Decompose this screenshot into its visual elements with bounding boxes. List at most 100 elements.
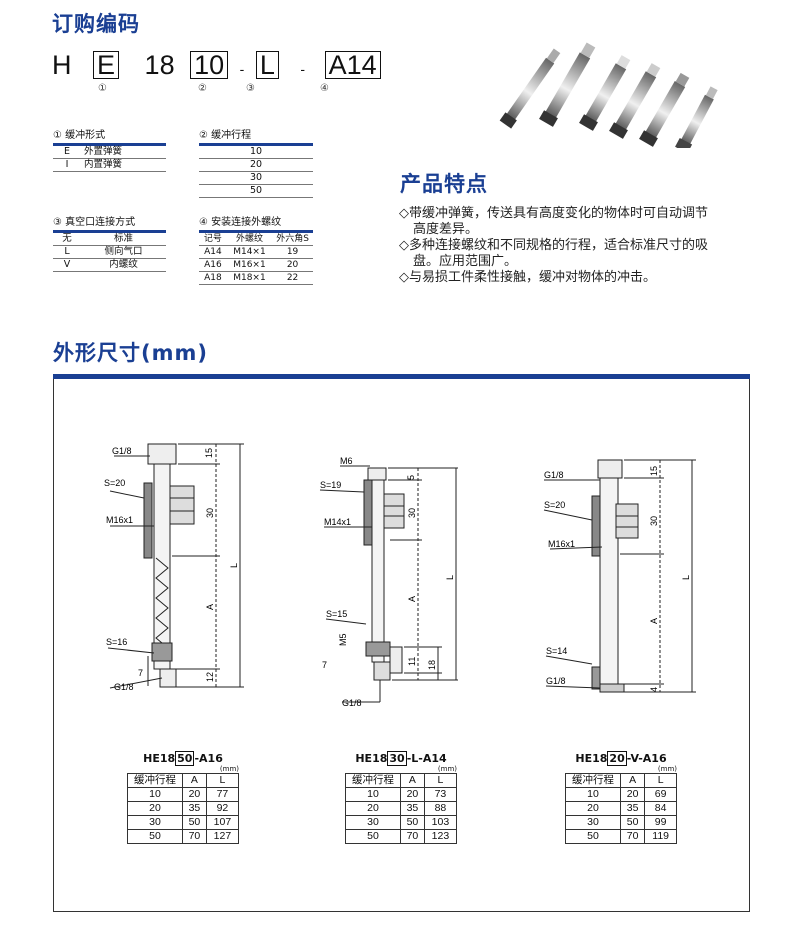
dim-4: 4: [649, 687, 659, 692]
feature-line: ◇带缓冲弹簧，传送具有高度变化的物体时可自动调节: [399, 206, 708, 221]
cell: 外六角S: [272, 233, 313, 246]
dimensions-title: 外形尺寸(mm): [53, 341, 208, 365]
cell: 30: [199, 171, 313, 185]
cell: 50: [345, 829, 401, 844]
cell: 84: [644, 801, 677, 816]
features-title: 产品特点: [400, 172, 488, 196]
cell: 69: [644, 787, 677, 802]
cell: 50: [127, 829, 183, 844]
dim-a: A: [649, 618, 659, 624]
code-dash: -: [239, 61, 245, 77]
dimensions-frame: [53, 379, 750, 912]
marker-2: ②: [198, 83, 207, 94]
cell: 外置弹簧: [81, 146, 166, 159]
feature-line: ◇与易损工件柔性接触，缓冲对物体的冲击。: [399, 270, 656, 285]
cell: 内螺纹: [81, 258, 166, 272]
cell: 外螺纹: [226, 233, 273, 246]
cell: L: [644, 773, 677, 788]
dim-30: 30: [205, 508, 215, 518]
cell: 缓冲行程: [345, 773, 401, 788]
cell: 20: [272, 258, 313, 272]
cell: 70: [619, 829, 646, 844]
label-m16x1: M16x1: [106, 515, 133, 525]
cell: 20: [199, 158, 313, 172]
cell: E: [53, 146, 81, 159]
drawing-he1820-v-a16: G1/8 S=20 M16x1 S=14 G1/8 15 30 A L 4: [543, 459, 696, 693]
marker-1: ①: [98, 83, 107, 94]
cell: 50: [619, 815, 646, 830]
cell: 77: [205, 787, 240, 802]
cell: 70: [400, 829, 425, 844]
cell: A: [400, 773, 425, 788]
cell: L: [205, 773, 240, 788]
drawing-he1850-a16: G1/8 S=20 M16x1 S=16 G1/8 15 30 A L 12 7: [104, 443, 244, 692]
cell: 10: [199, 146, 313, 159]
label-s15: S=15: [326, 609, 347, 619]
feature-line: 盘。应用范围广。: [413, 254, 518, 269]
cell: 无: [53, 233, 81, 246]
feature-line: 高度差异。: [413, 222, 479, 237]
label-s14: S=14: [546, 646, 567, 656]
cell: M18×1: [226, 271, 273, 285]
drawing-he1830-l-a14: M6 S=19 M14x1 S=15 M5 G1/8 5 30 A L 11 1…: [319, 456, 458, 708]
cell: 22: [272, 271, 313, 285]
label-s19: S=19: [320, 480, 341, 490]
cell: 35: [619, 801, 646, 816]
cell: A18: [199, 271, 227, 285]
section-rule: [53, 374, 750, 379]
cell: 73: [423, 787, 458, 802]
dim-12: 12: [205, 672, 215, 682]
order-code-row: H E 18 10 - L - A14: [52, 50, 381, 81]
dim-l: L: [229, 563, 239, 568]
code-thread: A14: [324, 51, 381, 79]
cell: A16: [199, 258, 227, 272]
product-photo: [499, 42, 718, 148]
dim-l: L: [445, 575, 455, 580]
cell: 92: [205, 801, 240, 816]
label-m6: M6: [340, 456, 353, 466]
cell: 内置弹簧: [81, 158, 166, 172]
dim-15: 15: [204, 448, 214, 458]
dim-a: A: [205, 604, 215, 610]
stroke-table: 10 20 30 50: [199, 143, 313, 198]
dim-15: 15: [649, 466, 659, 476]
label-m14x1: M14x1: [324, 517, 351, 527]
cell: 30: [345, 815, 401, 830]
cell: A14: [199, 245, 227, 259]
marker-4: ④: [320, 83, 329, 94]
cell: 127: [205, 829, 240, 844]
label-m5: M5: [338, 633, 348, 646]
cell: L: [53, 245, 81, 259]
label-g18-bottom: G1/8: [114, 682, 134, 692]
label-s20: S=20: [104, 478, 125, 488]
cell: 缓冲行程: [565, 773, 621, 788]
dim-11: 11: [407, 657, 417, 666]
label-g18-bottom: G1/8: [546, 676, 566, 686]
code-port: L: [255, 51, 279, 79]
cell: 标准: [81, 233, 166, 246]
cell: V: [53, 258, 81, 272]
cell: 20: [182, 787, 207, 802]
cell: 缓冲行程: [127, 773, 183, 788]
label-g18: G1/8: [544, 470, 564, 480]
cell: 123: [423, 829, 458, 844]
cell: 10: [127, 787, 183, 802]
cell: 50: [400, 815, 425, 830]
dim-18: 18: [427, 660, 437, 670]
cell: 侧向气口: [81, 245, 166, 259]
cell: 35: [182, 801, 207, 816]
order-code-title: 订购编码: [52, 12, 140, 36]
dim-7: 7: [322, 660, 327, 670]
buffer-type-title: ① 缓冲形式: [53, 130, 106, 141]
cell: 19: [272, 245, 313, 259]
code-stroke: 10: [190, 51, 229, 79]
unit-label: (mm): [657, 765, 677, 773]
features-list: ◇带缓冲弹簧，传送具有高度变化的物体时可自动调节 高度差异。 ◇多种连接螺纹和不…: [399, 206, 759, 286]
